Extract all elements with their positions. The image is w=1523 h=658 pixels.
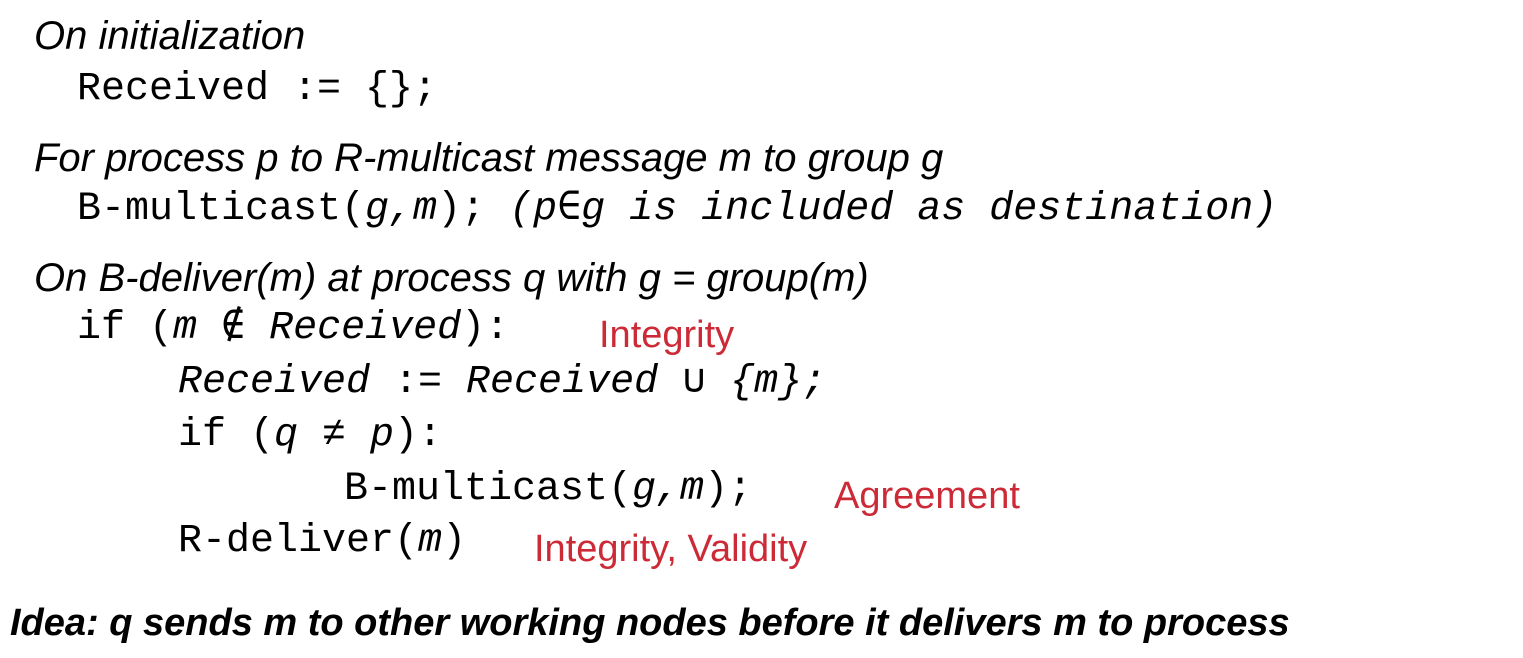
if-keyword: if ( bbox=[77, 306, 174, 351]
r-deliver-call: R-deliver( bbox=[178, 519, 419, 564]
idea-statement: Idea: q sends m to other working nodes b… bbox=[10, 602, 1290, 644]
multicast-args: g,m bbox=[365, 187, 438, 232]
received-assign-line: Received := Received ∪ {m}; bbox=[178, 359, 826, 407]
integrity-note: Integrity bbox=[599, 314, 735, 356]
assign-operator: := bbox=[370, 360, 467, 405]
multicast-heading: For process p to R-multicast message m t… bbox=[34, 136, 944, 180]
received-lhs: Received bbox=[178, 360, 371, 405]
deliver-heading: On B-deliver(m) at process q with g = gr… bbox=[34, 256, 869, 300]
multicast-code: B-multicast(g,m); (p∈g is included as de… bbox=[77, 186, 1277, 234]
r-deliver-arg: m bbox=[418, 519, 443, 564]
init-code: Received := {}; bbox=[77, 67, 438, 112]
multicast-call: B-multicast( bbox=[77, 187, 366, 232]
multicast-close: ); bbox=[437, 187, 486, 232]
r-deliver-line: R-deliver(m) bbox=[178, 518, 466, 566]
multicast-comment: (p∈g is included as destination) bbox=[509, 187, 1278, 232]
if2-condition: q ≠ p bbox=[274, 413, 395, 458]
integrity-validity-note: Integrity, Validity bbox=[534, 528, 808, 570]
if-received-condition: m ∉ Received bbox=[173, 306, 462, 351]
b-multicast-line: B-multicast(g,m); bbox=[344, 466, 752, 514]
r-deliver-close: ) bbox=[442, 519, 467, 564]
agreement-note: Agreement bbox=[834, 475, 1020, 517]
received-rhs: Received bbox=[466, 360, 659, 405]
union-operator: ∪ bbox=[658, 360, 731, 405]
b-multicast-close: ); bbox=[704, 467, 753, 512]
b-multicast-args: g,m bbox=[632, 467, 705, 512]
if2-close: ): bbox=[394, 413, 443, 458]
if2-keyword: if ( bbox=[178, 413, 275, 458]
message-set: {m}; bbox=[730, 360, 827, 405]
b-multicast-call: B-multicast( bbox=[344, 467, 633, 512]
init-heading: On initialization bbox=[34, 14, 306, 58]
if-q-not-p-line: if (q ≠ p): bbox=[178, 412, 442, 460]
if-close: ): bbox=[461, 306, 510, 351]
if-received-line: if (m ∉ Received): bbox=[77, 305, 509, 353]
